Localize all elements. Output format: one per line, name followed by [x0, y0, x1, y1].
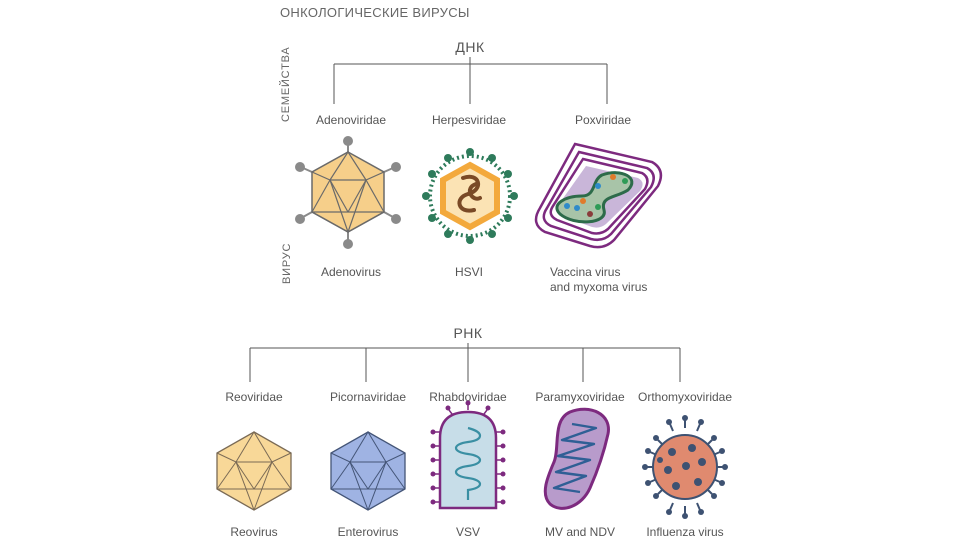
family-picornaviridae: Picornaviridae [329, 390, 407, 404]
virus-adenovirus: Adenovirus [320, 265, 382, 279]
diagram-title: ОНКОЛОГИЧЕСКИЕ ВИРУСЫ [280, 5, 470, 20]
family-herpesviridae: Herpesviridae [431, 113, 507, 127]
virus-influenza: Influenza virus [646, 525, 724, 539]
family-orthomyxoviridae: Orthomyxoviridae [637, 390, 733, 404]
family-adenoviridae: Adenoviridae [315, 113, 387, 127]
family-paramyxoviridae: Paramyxoviridae [535, 390, 625, 404]
virus-mv-ndv: MV and NDV [544, 525, 616, 539]
virus-hsvi: HSVI [454, 265, 484, 279]
virus-reovirus: Reovirus [230, 525, 278, 539]
virus-vsv: VSV [455, 525, 481, 539]
family-poxviridae: Poxviridae [574, 113, 632, 127]
virus-enterovirus: Enterovirus [337, 525, 399, 539]
enterovirus-icon [330, 431, 406, 511]
virus-vaccina: Vaccina virus [550, 265, 621, 279]
family-rhabdoviridae: Rhabdoviridae [429, 390, 507, 404]
family-reoviridae: Reoviridae [225, 390, 283, 404]
vaccina-icon [534, 142, 663, 249]
dna-heading: ДНК [455, 39, 485, 55]
hsvi-icon [422, 148, 518, 244]
rna-tree-connectors [249, 343, 681, 382]
influenza-icon [642, 415, 728, 519]
adenovirus-icon [295, 136, 401, 249]
dna-tree-connectors [333, 57, 608, 104]
reovirus-icon [216, 431, 292, 511]
rna-heading: РНК [453, 325, 483, 341]
mv-ndv-icon [543, 407, 610, 510]
vsv-icon [430, 400, 506, 510]
virus-myxoma: and myxoma virus [550, 280, 648, 294]
